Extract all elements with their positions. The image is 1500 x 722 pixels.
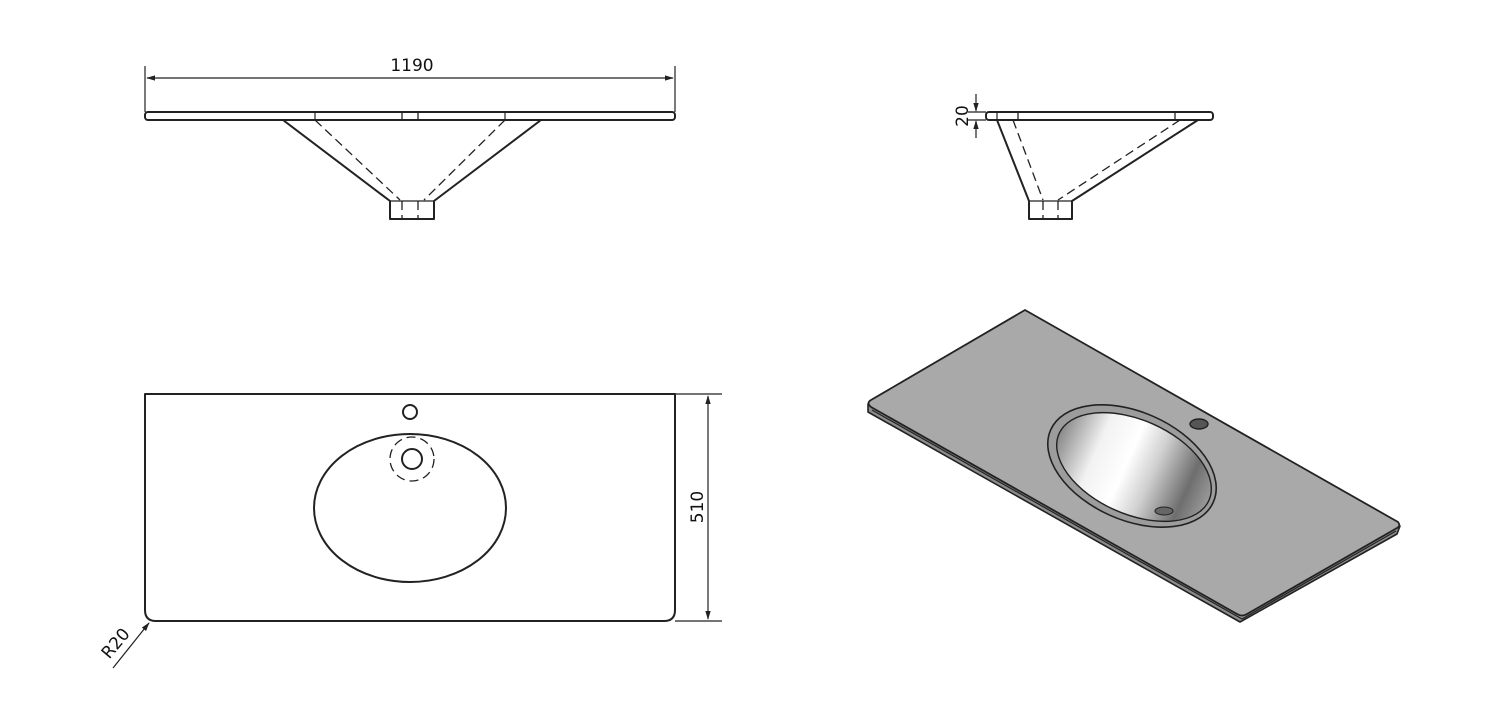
top-outline	[144, 393, 676, 622]
top-view: 510 R20	[98, 393, 722, 669]
depth-dimension-label: 510	[688, 491, 708, 523]
iso-tap-hole	[1189, 418, 1209, 430]
front-slab	[144, 111, 676, 121]
width-dimension: 1190	[144, 56, 676, 112]
thickness-dimension: 20	[953, 94, 986, 138]
basin-outline	[313, 433, 507, 583]
isometric-view	[867, 309, 1401, 623]
front-bowl	[282, 119, 542, 220]
tap-hole	[402, 404, 418, 420]
radius-dimension: R20	[98, 622, 150, 669]
thickness-dimension-label: 20	[953, 105, 973, 127]
width-dimension-label: 1190	[390, 56, 433, 76]
drain-outer	[389, 436, 435, 482]
side-slab	[985, 111, 1214, 121]
iso-drain	[1154, 506, 1174, 516]
radius-dimension-label: R20	[98, 625, 135, 663]
front-view: 1190	[144, 56, 676, 220]
depth-dimension: 510	[675, 393, 722, 622]
side-bowl	[996, 119, 1199, 220]
side-view: 20	[953, 94, 1214, 220]
iso-basin	[1055, 411, 1213, 523]
drain-hole	[401, 448, 423, 470]
